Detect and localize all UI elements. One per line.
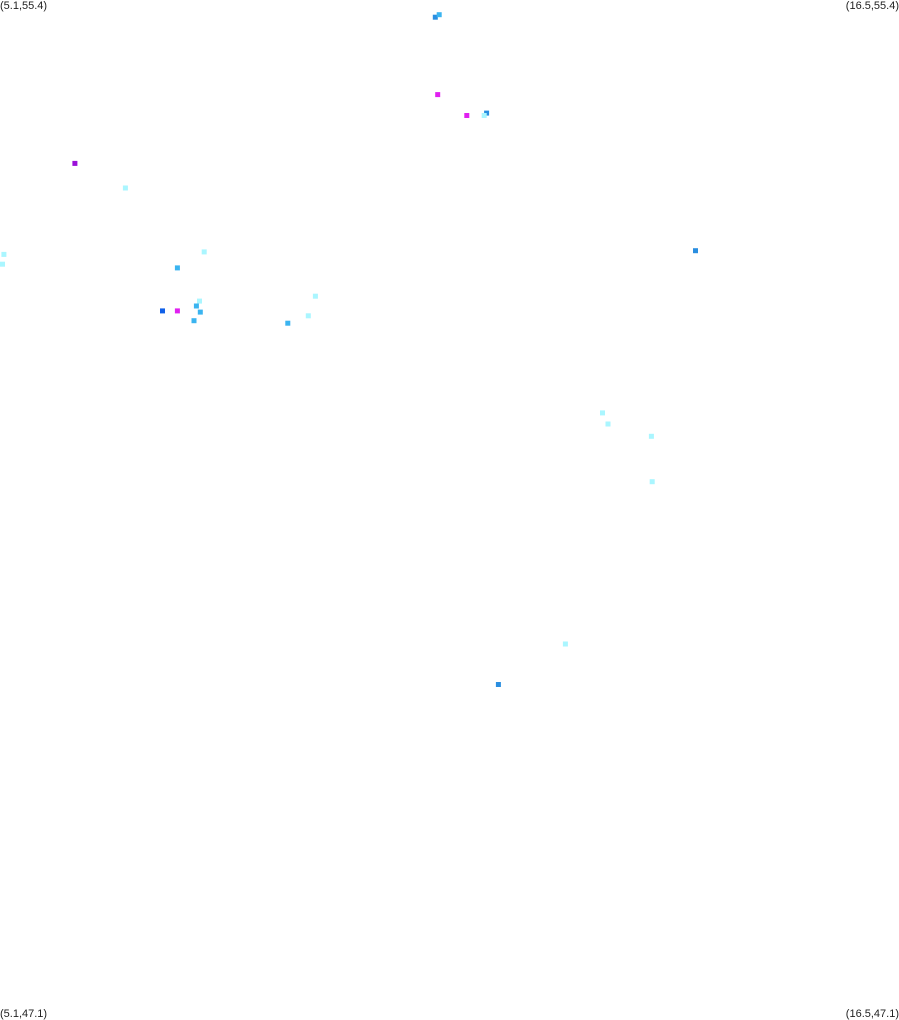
corner-label-bottom-left: (5.1,47.1) [0, 1008, 48, 1020]
corner-label-top-left: (5.1,55.4) [0, 0, 48, 12]
map-point-25 [649, 479, 655, 485]
map-point-3 [464, 113, 470, 118]
map-point-26 [562, 641, 568, 647]
map-point-21 [285, 320, 291, 326]
map-point-24 [648, 433, 654, 439]
map-point-13 [312, 293, 318, 299]
point-layer [0, 12, 698, 687]
map-point-12 [693, 248, 698, 254]
map-point-1 [436, 12, 442, 18]
map-point-9 [0, 261, 5, 267]
map-point-14 [197, 298, 202, 304]
corner-label-top-right: (16.5,55.4) [845, 0, 899, 12]
map-point-27 [495, 682, 501, 687]
map-point-8 [1, 251, 7, 257]
map-point-15 [193, 303, 199, 309]
map-point-18 [197, 309, 203, 315]
map-point-6 [72, 160, 78, 166]
map-point-7 [122, 185, 128, 191]
map-point-22 [600, 410, 605, 416]
map-point-17 [174, 308, 180, 314]
map-point-20 [191, 318, 197, 324]
corner-label-bottom-right: (16.5,47.1) [845, 1008, 899, 1020]
map-point-10 [201, 249, 207, 255]
map-point-23 [605, 421, 611, 427]
map-point-19 [305, 313, 311, 319]
map-point-2 [435, 92, 441, 98]
map-point-0 [432, 14, 438, 20]
map-point-5 [481, 113, 487, 118]
map-point-11 [174, 265, 180, 271]
map-point-16 [160, 308, 165, 314]
